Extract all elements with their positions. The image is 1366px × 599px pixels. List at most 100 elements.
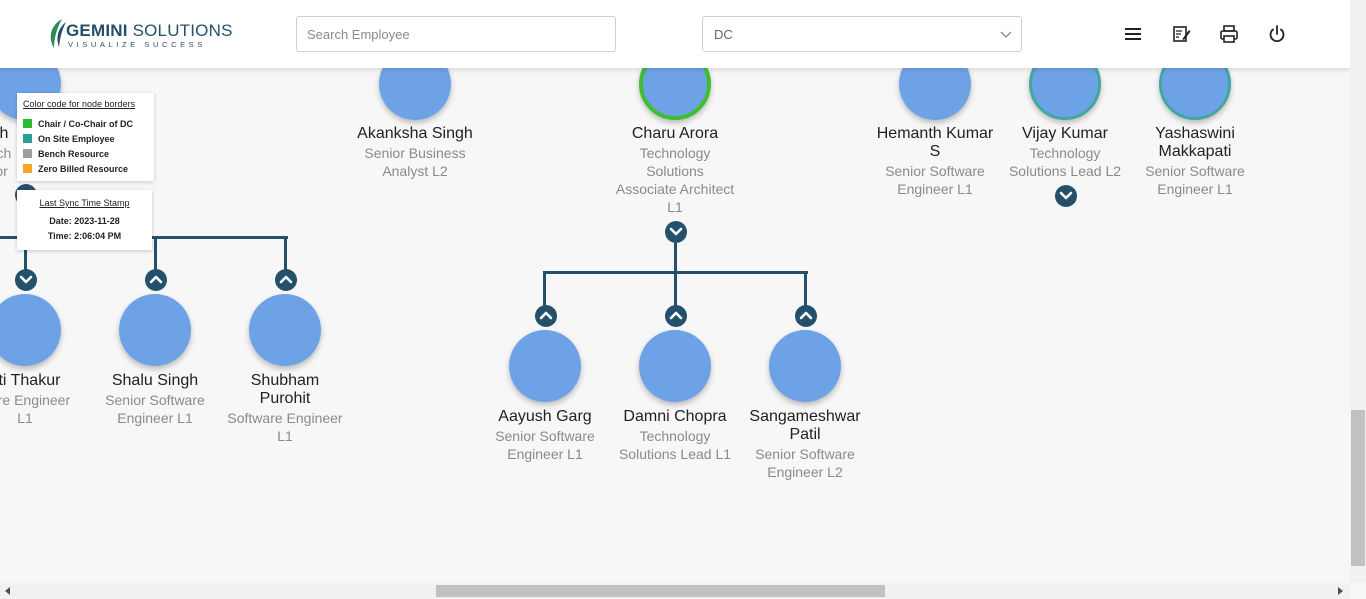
sync-title: Last Sync Time Stamp	[39, 198, 130, 208]
employee-node-avatar[interactable]	[0, 294, 61, 366]
tree-connector	[804, 271, 807, 307]
org-chart-canvas[interactable]: sh ech ior Akanksha Singh Senior Busines…	[0, 0, 1350, 583]
scroll-right-arrow-icon[interactable]	[1338, 587, 1343, 595]
chevron-up-icon	[799, 311, 813, 320]
expand-toggle[interactable]	[1055, 185, 1077, 207]
logo-tagline: VISUALIZE SUCCESS	[68, 40, 206, 49]
vertical-scrollbar-thumb[interactable]	[1351, 410, 1365, 566]
employee-name[interactable]: Shalu Singh	[111, 372, 199, 389]
employee-name[interactable]: Aayush Garg	[498, 408, 592, 425]
company-logo[interactable]: GEMINI SOLUTIONS VISUALIZE SUCCESS	[46, 18, 232, 52]
employee-name: sh	[0, 125, 9, 142]
employee-node-avatar[interactable]	[639, 330, 711, 402]
power-icon[interactable]	[1266, 23, 1288, 45]
tree-connector	[24, 236, 27, 270]
employee-node-avatar[interactable]	[119, 294, 191, 366]
collapse-toggle[interactable]	[665, 221, 687, 243]
employee-role: L1	[17, 410, 33, 426]
chevron-up-icon	[669, 311, 683, 320]
legend-label: Chair / Co-Chair of DC	[38, 118, 134, 129]
employee-role: Senior Software	[755, 446, 855, 462]
tree-connector	[543, 271, 546, 307]
employee-role: L1	[667, 199, 683, 215]
employee-name[interactable]: Yashaswini	[1155, 125, 1235, 142]
logo-leaf-icon	[50, 19, 66, 48]
employee-name[interactable]: Hemanth Kumar	[876, 125, 994, 142]
menu-icon[interactable]	[1122, 23, 1144, 45]
employee-role: Solutions	[646, 163, 704, 179]
employee-role: ech	[0, 145, 12, 161]
employee-role: Solutions Lead L1	[618, 446, 732, 462]
employee-role: Engineer L1	[117, 410, 193, 426]
legend-swatch	[23, 134, 32, 143]
employee-role: ior	[0, 163, 8, 179]
employee-role: Senior Business	[364, 145, 466, 161]
employee-name[interactable]: Makkapati	[1158, 143, 1232, 160]
legend-swatch	[23, 119, 32, 128]
search-employee-input[interactable]	[296, 16, 616, 52]
chevron-down-icon	[669, 227, 683, 236]
collapse-toggle[interactable]	[15, 269, 37, 291]
employee-role: ware Engineer	[0, 392, 71, 408]
employee-name[interactable]: Sangameshwar	[749, 408, 861, 425]
employee-role: Engineer L1	[507, 446, 583, 462]
employee-node-avatar[interactable]	[769, 330, 841, 402]
edit-notes-icon[interactable]	[1170, 23, 1192, 45]
legend-label: Bench Resource	[38, 148, 110, 159]
employee-role: L1	[277, 428, 293, 444]
border-color-legend: Color code for node borders Chair / Co-C…	[17, 93, 154, 181]
last-sync-panel: Last Sync Time Stamp Date: 2023-11-28 Ti…	[17, 190, 152, 250]
employee-role: Engineer L1	[1157, 181, 1233, 197]
chevron-down-icon	[1000, 31, 1012, 38]
legend-item: Zero Billed Resource	[23, 161, 154, 176]
dc-dropdown[interactable]: DC	[702, 16, 1022, 52]
sync-time: Time: 2:06:04 PM	[47, 231, 122, 241]
employee-role: Analyst L2	[382, 163, 448, 179]
scroll-left-arrow-icon[interactable]	[5, 587, 10, 595]
employee-role: Engineer L2	[767, 464, 843, 480]
expand-toggle[interactable]	[665, 305, 687, 327]
tree-connector	[284, 236, 287, 270]
employee-role: Technology	[639, 145, 711, 161]
tree-connector	[674, 243, 677, 273]
expand-toggle[interactable]	[275, 269, 297, 291]
employee-role: Senior Software	[1145, 163, 1245, 179]
employee-name[interactable]: Shubham	[250, 372, 320, 389]
employee-role: Engineer L1	[897, 181, 973, 197]
app-header: GEMINI SOLUTIONS VISUALIZE SUCCESS DC	[0, 0, 1350, 68]
employee-name[interactable]: Charu Arora	[631, 125, 719, 142]
employee-name[interactable]: Patil	[789, 426, 821, 443]
employee-name[interactable]: oti Thakur	[0, 372, 61, 389]
employee-name[interactable]: Akanksha Singh	[357, 125, 473, 142]
employee-role: Technology	[1029, 145, 1101, 161]
legend-item: On Site Employee	[23, 131, 154, 146]
employee-role: Technology	[639, 428, 711, 444]
legend-swatch	[23, 164, 32, 173]
legend-label: On Site Employee	[38, 133, 115, 144]
expand-toggle[interactable]	[145, 269, 167, 291]
legend-title: Color code for node borders	[23, 99, 136, 109]
chevron-up-icon	[149, 275, 163, 284]
sync-date: Date: 2023-11-28	[49, 216, 120, 226]
expand-toggle[interactable]	[535, 305, 557, 327]
horizontal-scrollbar-thumb[interactable]	[436, 585, 885, 597]
employee-node-avatar[interactable]	[509, 330, 581, 402]
expand-toggle[interactable]	[795, 305, 817, 327]
logo-wordmark: GEMINI SOLUTIONS	[66, 21, 233, 40]
tree-connector	[154, 236, 157, 270]
tree-connector	[674, 271, 677, 307]
employee-role: Software Engineer	[227, 410, 343, 426]
employee-name[interactable]: S	[929, 143, 941, 160]
employee-name[interactable]: Purohit	[259, 390, 311, 407]
employee-name[interactable]: Damni Chopra	[623, 408, 727, 425]
legend-item: Chair / Co-Chair of DC	[23, 116, 154, 131]
employee-name[interactable]: Vijay Kumar	[1022, 125, 1108, 142]
employee-role: Associate Architect	[615, 181, 735, 197]
chevron-down-icon	[1059, 191, 1073, 200]
dropdown-selected-value: DC	[714, 27, 733, 42]
employee-role: Senior Software	[105, 392, 205, 408]
employee-node-avatar[interactable]	[249, 294, 321, 366]
print-icon[interactable]	[1218, 23, 1240, 45]
employee-role: Solutions Lead L2	[1008, 163, 1122, 179]
chevron-up-icon	[539, 311, 553, 320]
